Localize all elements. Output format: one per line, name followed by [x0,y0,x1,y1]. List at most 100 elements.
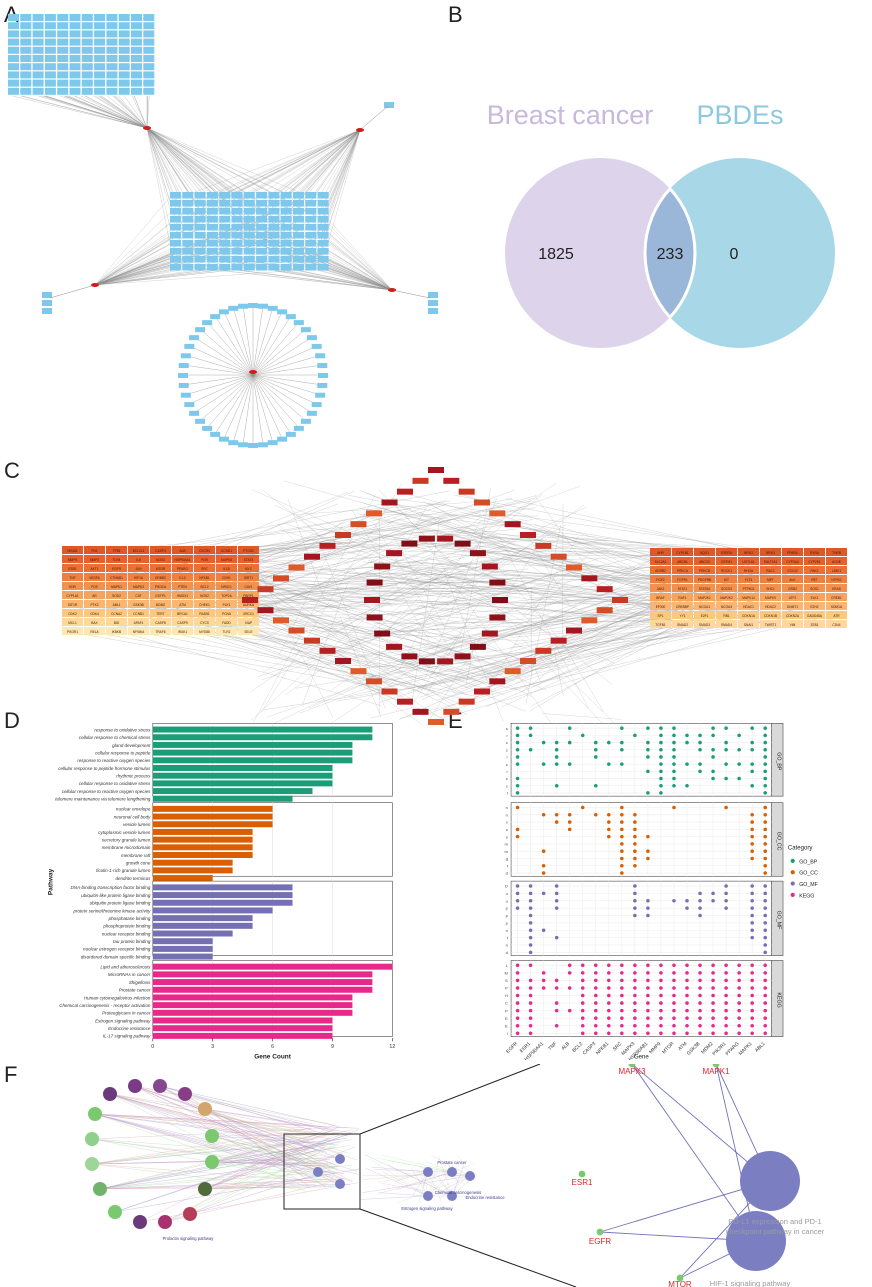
dot [529,914,533,918]
gene-label: BID [114,621,120,625]
pathway-label: IL-17 signaling pathway [103,1034,151,1039]
pathway-label: phosphoprotein binding [102,924,150,929]
gene-node [57,39,68,46]
cnet-node [178,1087,192,1101]
dot [672,979,676,983]
dot [698,906,702,910]
dot [581,971,585,975]
pathway-label: Chemical carcinogenesis - receptor activ… [59,1003,151,1008]
cnet-edge [95,1114,314,1140]
x-axis-label: Gene Count [254,1053,292,1060]
row-tick-label: r [507,755,509,760]
gene-label: CYP1B1 [676,551,688,555]
dot [685,1001,689,1005]
bar [153,867,233,873]
row-tick-label: c [506,783,508,788]
facet-strip-label: GO_CC [775,832,781,851]
gene-label: CDK4 [90,612,99,616]
zoom-connector [360,1209,576,1287]
gene-node [119,14,130,21]
core-gene-node [364,597,380,603]
dot [750,994,754,998]
circle-gene-node [277,437,287,442]
gene-node [70,88,81,95]
dot [763,884,767,888]
gene-node [244,256,255,263]
gene-node [256,208,267,215]
gene-node [293,192,304,199]
zoom-connector [360,1064,540,1134]
dot [763,906,767,910]
dot [763,820,767,824]
pathway-label: secretory granule lumen [102,837,151,842]
dot [750,835,754,839]
gene-label: AHR [657,551,664,555]
bar [153,852,253,858]
dot [633,1032,637,1036]
cnet-node [335,1179,345,1189]
row-tick-label: c [506,827,508,832]
dot [516,777,520,781]
gene-node [182,200,193,207]
gene-node [244,192,255,199]
gene-tick-label: GSK3B [686,1041,702,1057]
dot [659,741,663,745]
gene-label: XRCC1 [243,612,254,616]
gene-node [131,22,142,29]
dot [516,979,520,983]
pathway-label: phosphatase binding [108,916,151,921]
dot [594,755,598,759]
outer-gene-node [474,689,490,695]
dot [750,884,754,888]
gene-label: PPARG [177,567,188,571]
dot [529,979,533,983]
row-tick-label: r [507,733,509,738]
circle-gene-node [294,426,304,431]
gene-label: CCNA2 [111,612,122,616]
bar [153,780,333,786]
gene-node [293,232,304,239]
gene-label: MAPK14 [742,596,755,600]
dot [750,1024,754,1028]
dot [763,1001,767,1005]
core-gene-node [489,614,505,620]
dot [659,1001,663,1005]
gene-node [119,88,130,95]
dot [620,726,624,730]
gene-node [182,232,193,239]
dot [633,828,637,832]
gene-node [20,55,31,62]
gene-node [232,208,243,215]
dot [529,1009,533,1013]
pathway-label: dendrite terminus [115,876,151,881]
dot [711,1001,715,1005]
gene-label: EGFR [112,567,122,571]
dot [672,806,676,810]
dot [724,971,728,975]
dot [568,813,572,817]
dot [555,979,559,983]
gene-label: PAK1 [811,569,819,573]
gene-label: SMAD4 [721,623,732,627]
gene-node [244,264,255,271]
gene-label: MAPK3 [133,585,144,589]
dot [620,741,624,745]
x-tick-label: 3 [211,1044,214,1050]
dot [620,871,624,875]
dot [737,1032,741,1036]
bar [153,806,273,812]
gene-label: MAPK1 [111,585,122,589]
gene-node [45,14,56,21]
dot [750,936,754,940]
gene-node [256,216,267,223]
gene-node [143,22,154,29]
gene-label: CDKN1A [742,614,756,618]
bar [153,1018,333,1024]
gene-label: PTPN11 [743,587,755,591]
dot [555,899,559,903]
outer-gene-node [320,648,336,654]
gene-node [143,63,154,70]
bar [153,915,253,921]
dot [607,971,611,975]
panel-f-cnet: Prostate cancerEstrogen signaling pathwa… [0,1064,872,1287]
